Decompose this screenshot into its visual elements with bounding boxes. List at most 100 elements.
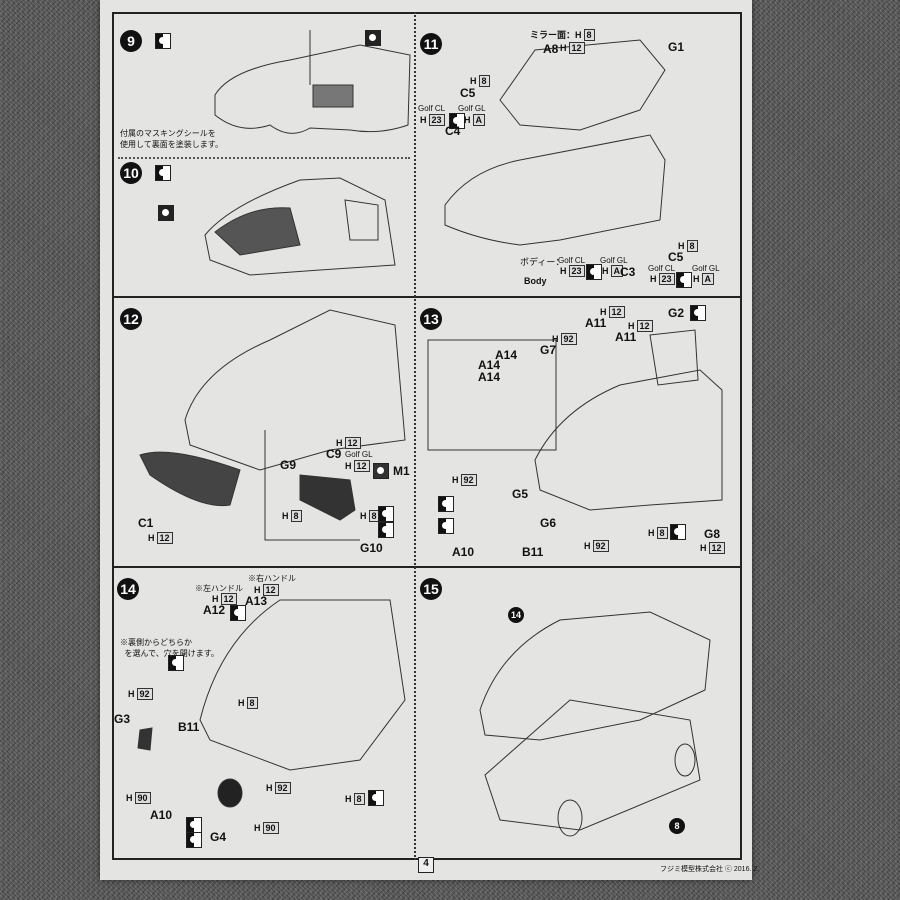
paint-icon (373, 463, 389, 479)
column-divider (414, 12, 416, 860)
masking-note: 付属のマスキングシールを使用して裏面を塗装します。 (120, 128, 223, 150)
step-number-13: 13 (420, 308, 442, 330)
part-b11: B11 (178, 720, 200, 734)
paint-icon (155, 33, 171, 49)
copyright: フジミ模型株式会社 ⓒ 2016. 2 (660, 866, 758, 873)
part-a8: A8 (543, 42, 559, 56)
step-number-14: 14 (117, 578, 139, 600)
part-c9: C9 (326, 447, 342, 461)
step-reference-8: 8 (669, 818, 685, 834)
paint-icon (378, 522, 394, 538)
part-c4: C4 (445, 124, 461, 138)
paint-icon (586, 264, 602, 280)
step-reference-14: 14 (508, 607, 524, 623)
variant-label: Golf GL (692, 264, 720, 273)
part-g5: G5 (512, 487, 529, 501)
part-c3: C3 (620, 265, 636, 279)
part-g10: G10 (360, 541, 383, 555)
variant-label: Golf GL (458, 104, 486, 113)
body-label: ボディー： (520, 257, 565, 267)
part-c5: C5 (668, 250, 684, 264)
variant-label: Golf CL (418, 104, 446, 113)
part-a10: A10 (150, 808, 173, 822)
part-g1: G1 (668, 40, 685, 54)
paint-icon (449, 113, 465, 129)
paint-icon (368, 790, 384, 806)
note-line: 使用して裏面を塗装します。 (120, 140, 223, 149)
variant-label: Golf CL (558, 256, 586, 265)
part-a14: A14 (495, 348, 518, 362)
step-number-12: 12 (120, 308, 142, 330)
step-number-10: 10 (120, 162, 142, 184)
paint-icon (670, 524, 686, 540)
part-g2: G2 (668, 306, 685, 320)
row-divider (112, 566, 742, 568)
part-a11: A11 (615, 330, 637, 344)
paint-color-icon (365, 30, 381, 46)
note-line: を選んで、穴を開けます。 (124, 649, 219, 658)
body-label-en: Body (524, 276, 547, 286)
left-hand-drive-note: ※左ハンドル (195, 584, 243, 593)
paint-icon (186, 817, 202, 833)
paint-icon (230, 605, 246, 621)
paint-icon (438, 518, 454, 534)
step-number-15: 15 (420, 578, 442, 600)
part-g8: G8 (704, 527, 721, 541)
part-m1: M1 (393, 464, 410, 478)
note-line: 付属のマスキングシールを (120, 129, 216, 138)
part-a11: A11 (585, 316, 607, 330)
note-line: ※裏側からどちらか (120, 638, 192, 647)
part-g4: G4 (210, 830, 227, 844)
part-g9: G9 (280, 458, 297, 472)
paint-color-icon (158, 205, 174, 221)
part-c5: C5 (460, 86, 476, 100)
part-c1: C1 (138, 516, 154, 530)
paint-icon (438, 496, 454, 512)
paint-icon (186, 832, 202, 848)
right-hand-drive-note: ※右ハンドル (248, 574, 296, 583)
step-number-9: 9 (120, 30, 142, 52)
part-a12: A12 (203, 603, 226, 617)
paint-icon (168, 655, 184, 671)
part-a10: A10 (452, 545, 475, 559)
part-g7: G7 (540, 343, 557, 357)
step-divider (118, 157, 410, 159)
paint-icon (690, 305, 706, 321)
row-divider (112, 296, 742, 298)
part-a13: A13 (245, 594, 268, 608)
part-g3: G3 (114, 712, 131, 726)
paint-icon (155, 165, 171, 181)
page-number: 4 (418, 857, 434, 873)
variant-label: Golf GL (345, 450, 373, 459)
variant-label: Golf CL (648, 264, 676, 273)
part-a14: A14 (478, 358, 501, 372)
paint-icon (378, 506, 394, 522)
part-b11: B11 (522, 545, 544, 559)
